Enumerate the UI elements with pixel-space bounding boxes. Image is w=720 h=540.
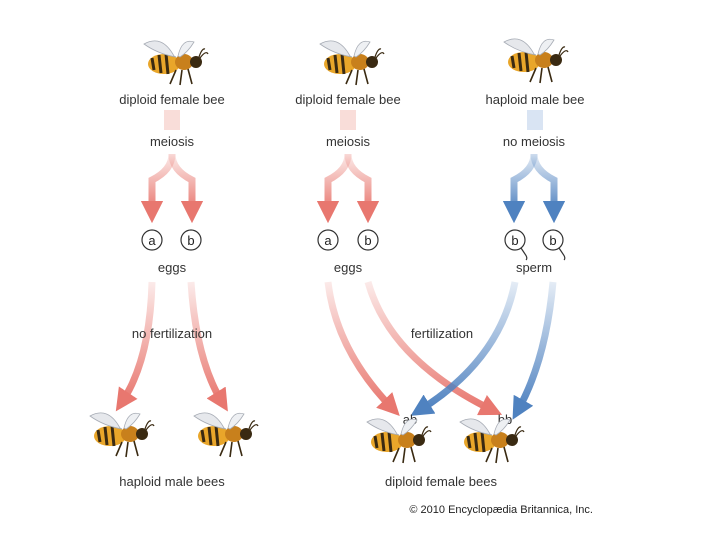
egg-left-a: a [141, 229, 163, 251]
gamete-label: b [511, 233, 518, 248]
label-parent-female-2: diploid female bee [295, 92, 401, 107]
stem-fade-2 [340, 110, 356, 130]
label-diploid-females: diploid female bees [385, 474, 498, 489]
gamete-label: a [148, 233, 156, 248]
bee-icon-diploid-female-ab [365, 417, 433, 465]
label-eggs-2: eggs [334, 260, 363, 275]
label-sperm: sperm [516, 260, 552, 275]
label-parent-female-1: diploid female bee [119, 92, 225, 107]
egg-circle-icon [317, 229, 339, 251]
egg-left-b: b [180, 229, 202, 251]
sperm-b2: b [542, 229, 566, 261]
label-no-meiosis: no meiosis [503, 134, 566, 149]
label-meiosis-1: meiosis [150, 134, 195, 149]
label-haploid-males: haploid male bees [119, 474, 225, 489]
stem-fade-3 [527, 110, 543, 130]
label-meiosis-2: meiosis [326, 134, 371, 149]
egg-mid-b: b [357, 229, 379, 251]
stem-fade-1 [164, 110, 180, 130]
egg-mid-a: a [317, 229, 339, 251]
gamete-label: b [549, 233, 556, 248]
gamete-label: b [364, 233, 371, 248]
label-parent-male: haploid male bee [485, 92, 584, 107]
bee-icon-haploid-male-1 [88, 411, 156, 459]
bee-icon-parent-male [502, 37, 570, 85]
gamete-label: a [324, 233, 332, 248]
egg-circle-icon [141, 229, 163, 251]
split-arrows-right [502, 153, 566, 224]
no-fertilization-arrows [115, 281, 228, 412]
bee-icon-haploid-male-2 [192, 411, 260, 459]
egg-circle-icon [357, 229, 379, 251]
egg-circle-icon [180, 229, 202, 251]
copyright: © 2010 Encyclopædia Britannica, Inc. [409, 504, 593, 516]
split-arrows-middle [316, 153, 380, 224]
sperm-b1: b [504, 229, 528, 261]
split-arrows-left [140, 153, 204, 224]
bee-icon-diploid-female-bb [458, 417, 526, 465]
label-no-fertilization: no fertilization [132, 326, 212, 341]
gamete-label: b [187, 233, 194, 248]
label-eggs-1: eggs [158, 260, 187, 275]
sperm-to-zygote-arrows [410, 281, 557, 420]
bee-icon-parent-female-2 [318, 39, 386, 87]
egg-to-zygote-arrows [324, 281, 503, 417]
bee-icon-parent-female-1 [142, 39, 210, 87]
label-fertilization: fertilization [411, 326, 473, 341]
